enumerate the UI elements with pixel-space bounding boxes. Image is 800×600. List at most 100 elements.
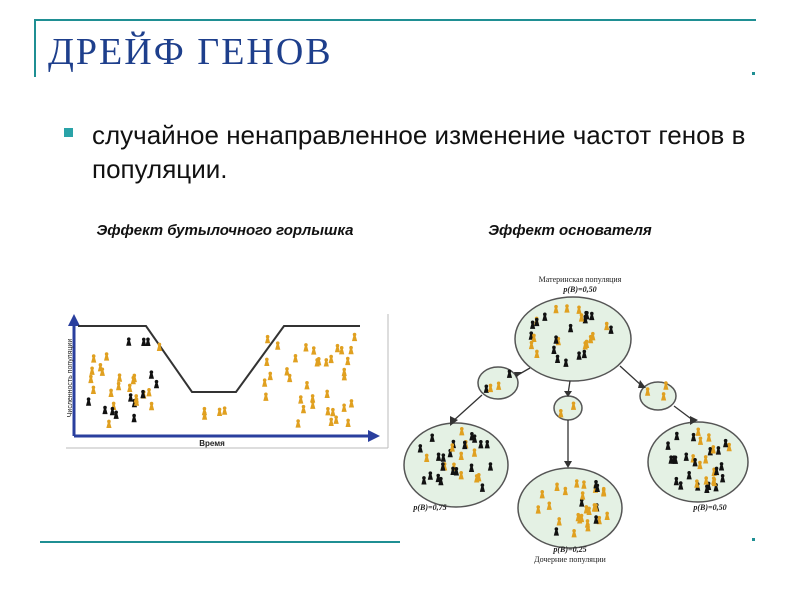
chess-pawn-icon	[310, 400, 316, 409]
slide-title: ДРЕЙФ ГЕНОВ	[48, 31, 333, 73]
chess-pawn-icon	[284, 367, 290, 376]
slide-frame-top	[34, 19, 756, 21]
chess-pawn-icon	[593, 479, 599, 489]
y-axis-label: Численность популяции	[67, 339, 74, 418]
daughter-right-frequency: p(B)=0,50	[692, 503, 726, 512]
chess-pawn-icon	[330, 407, 336, 417]
chess-pawn-icon	[665, 441, 671, 450]
chess-pawn-icon	[554, 482, 560, 491]
bullet-text: случайное ненаправленное изменение часто…	[92, 120, 746, 184]
chess-pawn-icon	[556, 517, 562, 526]
chess-pawn-icon	[590, 331, 596, 341]
chess-pawn-icon	[324, 389, 330, 399]
chess-pawn-icon	[128, 393, 134, 402]
x-axis-label: Время	[199, 439, 225, 448]
chess-pawn-icon	[551, 345, 557, 355]
chess-pawn-icon	[341, 371, 347, 381]
chess-pawn-icon	[506, 369, 513, 378]
chess-pawn-icon	[483, 384, 489, 393]
chess-pawn-icon	[264, 334, 271, 344]
chess-pawn-icon	[697, 460, 703, 470]
chess-pawn-icon	[496, 381, 502, 390]
chess-pawn-icon	[109, 406, 116, 416]
population-size-curve	[78, 325, 360, 393]
chess-pawn-icon	[678, 481, 684, 490]
chess-pawn-icon	[558, 408, 564, 418]
chess-pawn-icon	[484, 440, 490, 449]
chess-pawn-icon	[570, 401, 577, 410]
chess-pawn-icon	[89, 366, 95, 375]
chess-pawn-icon	[339, 345, 345, 355]
chess-pawn-icon	[576, 305, 582, 314]
founder-group-right	[639, 381, 677, 411]
bottleneck-background	[64, 310, 390, 452]
chess-pawn-icon	[589, 311, 595, 321]
chess-pawn-icon	[435, 452, 442, 461]
chess-pawn-icon	[531, 333, 537, 343]
chess-pawn-icon	[345, 418, 351, 427]
founder-pieces	[417, 304, 732, 538]
chess-pawn-icon	[487, 383, 494, 393]
slide-frame-corner	[752, 72, 755, 75]
bottleneck-diagram: Численность популяции Время	[64, 310, 390, 452]
chess-pawn-icon	[131, 413, 137, 423]
arrowhead-icon	[564, 391, 572, 397]
chess-pawn-icon	[703, 476, 709, 485]
chess-pawn-icon	[264, 357, 270, 367]
chess-pawn-icon	[153, 379, 160, 389]
chess-pawn-icon	[97, 363, 104, 372]
chess-pawn-icon	[131, 373, 137, 383]
chess-pawn-icon	[726, 442, 732, 452]
x-axis-arrow-icon	[368, 430, 380, 442]
chess-pawn-icon	[440, 453, 446, 462]
chess-pawn-icon	[348, 345, 354, 355]
chess-pawn-icon	[263, 392, 269, 401]
chess-pawn-icon	[534, 317, 540, 327]
chess-pawn-icon	[85, 397, 92, 406]
chess-pawn-icon	[304, 380, 310, 390]
chess-pawn-icon	[710, 445, 716, 454]
chess-pawn-icon	[91, 354, 97, 363]
chess-pawn-icon	[106, 419, 112, 429]
chess-pawn-icon	[267, 371, 273, 381]
arrow-parent-to-right	[619, 365, 643, 387]
chess-pawn-icon	[429, 433, 435, 442]
daughter-left-frequency: p(B)=0,75	[412, 503, 446, 512]
chess-pawn-icon	[474, 474, 480, 483]
chess-pawn-icon	[581, 480, 587, 489]
chess-pawn-icon	[345, 356, 351, 366]
daughter-population-center	[517, 467, 623, 549]
arrowhead-icon	[564, 461, 572, 468]
chess-pawn-icon	[300, 404, 307, 414]
arrowhead-icon	[690, 416, 698, 425]
chess-pawn-icon	[690, 432, 697, 442]
chess-pawn-icon	[554, 354, 561, 363]
founder-diagram: Материнская популяция p(B)=0,50 p(B)=0,7…	[403, 275, 749, 564]
chess-pawn-icon	[711, 477, 717, 487]
chess-pawn-icon	[703, 455, 709, 464]
arrowhead-icon	[514, 372, 522, 378]
chess-pawn-icon	[723, 438, 729, 448]
chess-pawn-icon	[333, 415, 339, 424]
chess-pawn-icon	[715, 446, 722, 455]
chess-pawn-icon	[341, 403, 347, 412]
chess-pawn-icon	[292, 354, 299, 363]
chess-pawn-icon	[103, 352, 110, 361]
chess-pawn-icon	[450, 466, 456, 476]
chess-pawn-icon	[601, 486, 607, 496]
chess-pawn-icon	[459, 426, 465, 436]
arrowhead-icon	[450, 416, 458, 426]
chess-pawn-icon	[694, 479, 700, 488]
chess-pawn-icon	[479, 483, 486, 492]
chess-pawn-icon	[530, 320, 536, 329]
chess-pawn-icon	[718, 462, 725, 471]
chess-pawn-icon	[145, 337, 151, 346]
chess-pawn-icon	[108, 388, 114, 398]
parent-population-label: Материнская популяция	[539, 275, 622, 284]
chess-pawn-icon	[435, 473, 441, 483]
chess-pawn-icon	[697, 436, 704, 445]
chess-pawn-icon	[720, 473, 726, 483]
chess-pawn-icon	[449, 443, 455, 452]
chess-pawn-icon	[421, 476, 427, 485]
chess-pawn-icon	[546, 501, 552, 510]
